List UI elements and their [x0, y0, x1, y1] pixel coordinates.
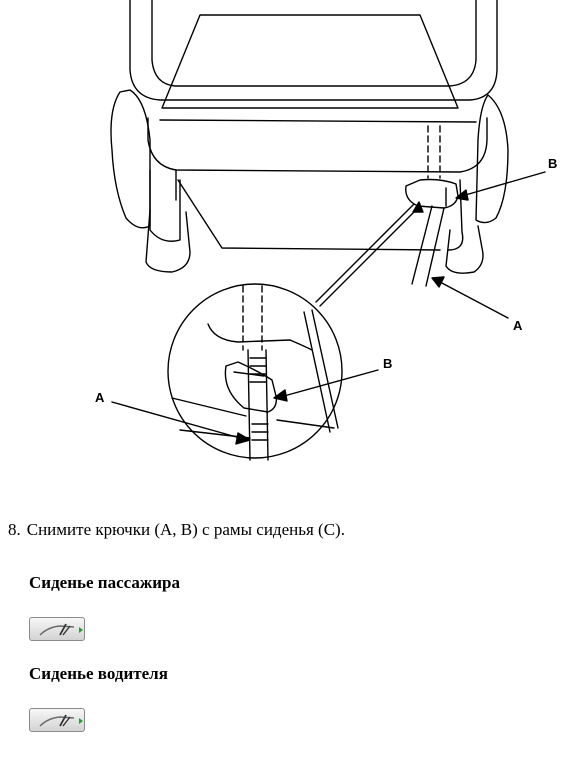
- zoom-detail-circle: [167, 283, 343, 461]
- step-text: Снимите крючки (A, B) с рамы сиденья (C)…: [26, 520, 345, 539]
- passenger-seat-video-button[interactable]: [29, 617, 85, 641]
- seat-hook-diagram: B A B A: [95, 0, 557, 461]
- video-play-icon: [39, 714, 83, 727]
- video-play-icon: [39, 623, 83, 636]
- seat-frame-drawing: [110, 0, 509, 307]
- callout-label-b-zoom: B: [383, 356, 392, 371]
- section-heading-passenger-seat: Сиденье пассажира: [29, 573, 180, 592]
- callout-label-a-zoom: A: [95, 390, 105, 405]
- section-heading-driver-seat: Сиденье водителя: [29, 664, 168, 683]
- callout-label-a-main: A: [513, 318, 523, 333]
- driver-seat-video-button[interactable]: [29, 708, 85, 732]
- callout-arrows-main: [412, 171, 546, 319]
- callout-label-b-main: B: [548, 156, 557, 171]
- step-number: 8.: [8, 520, 21, 539]
- instruction-step: 8. Снимите крючки (A, B) с рамы сиденья …: [8, 519, 345, 541]
- callout-arrows-zoom: [111, 369, 379, 445]
